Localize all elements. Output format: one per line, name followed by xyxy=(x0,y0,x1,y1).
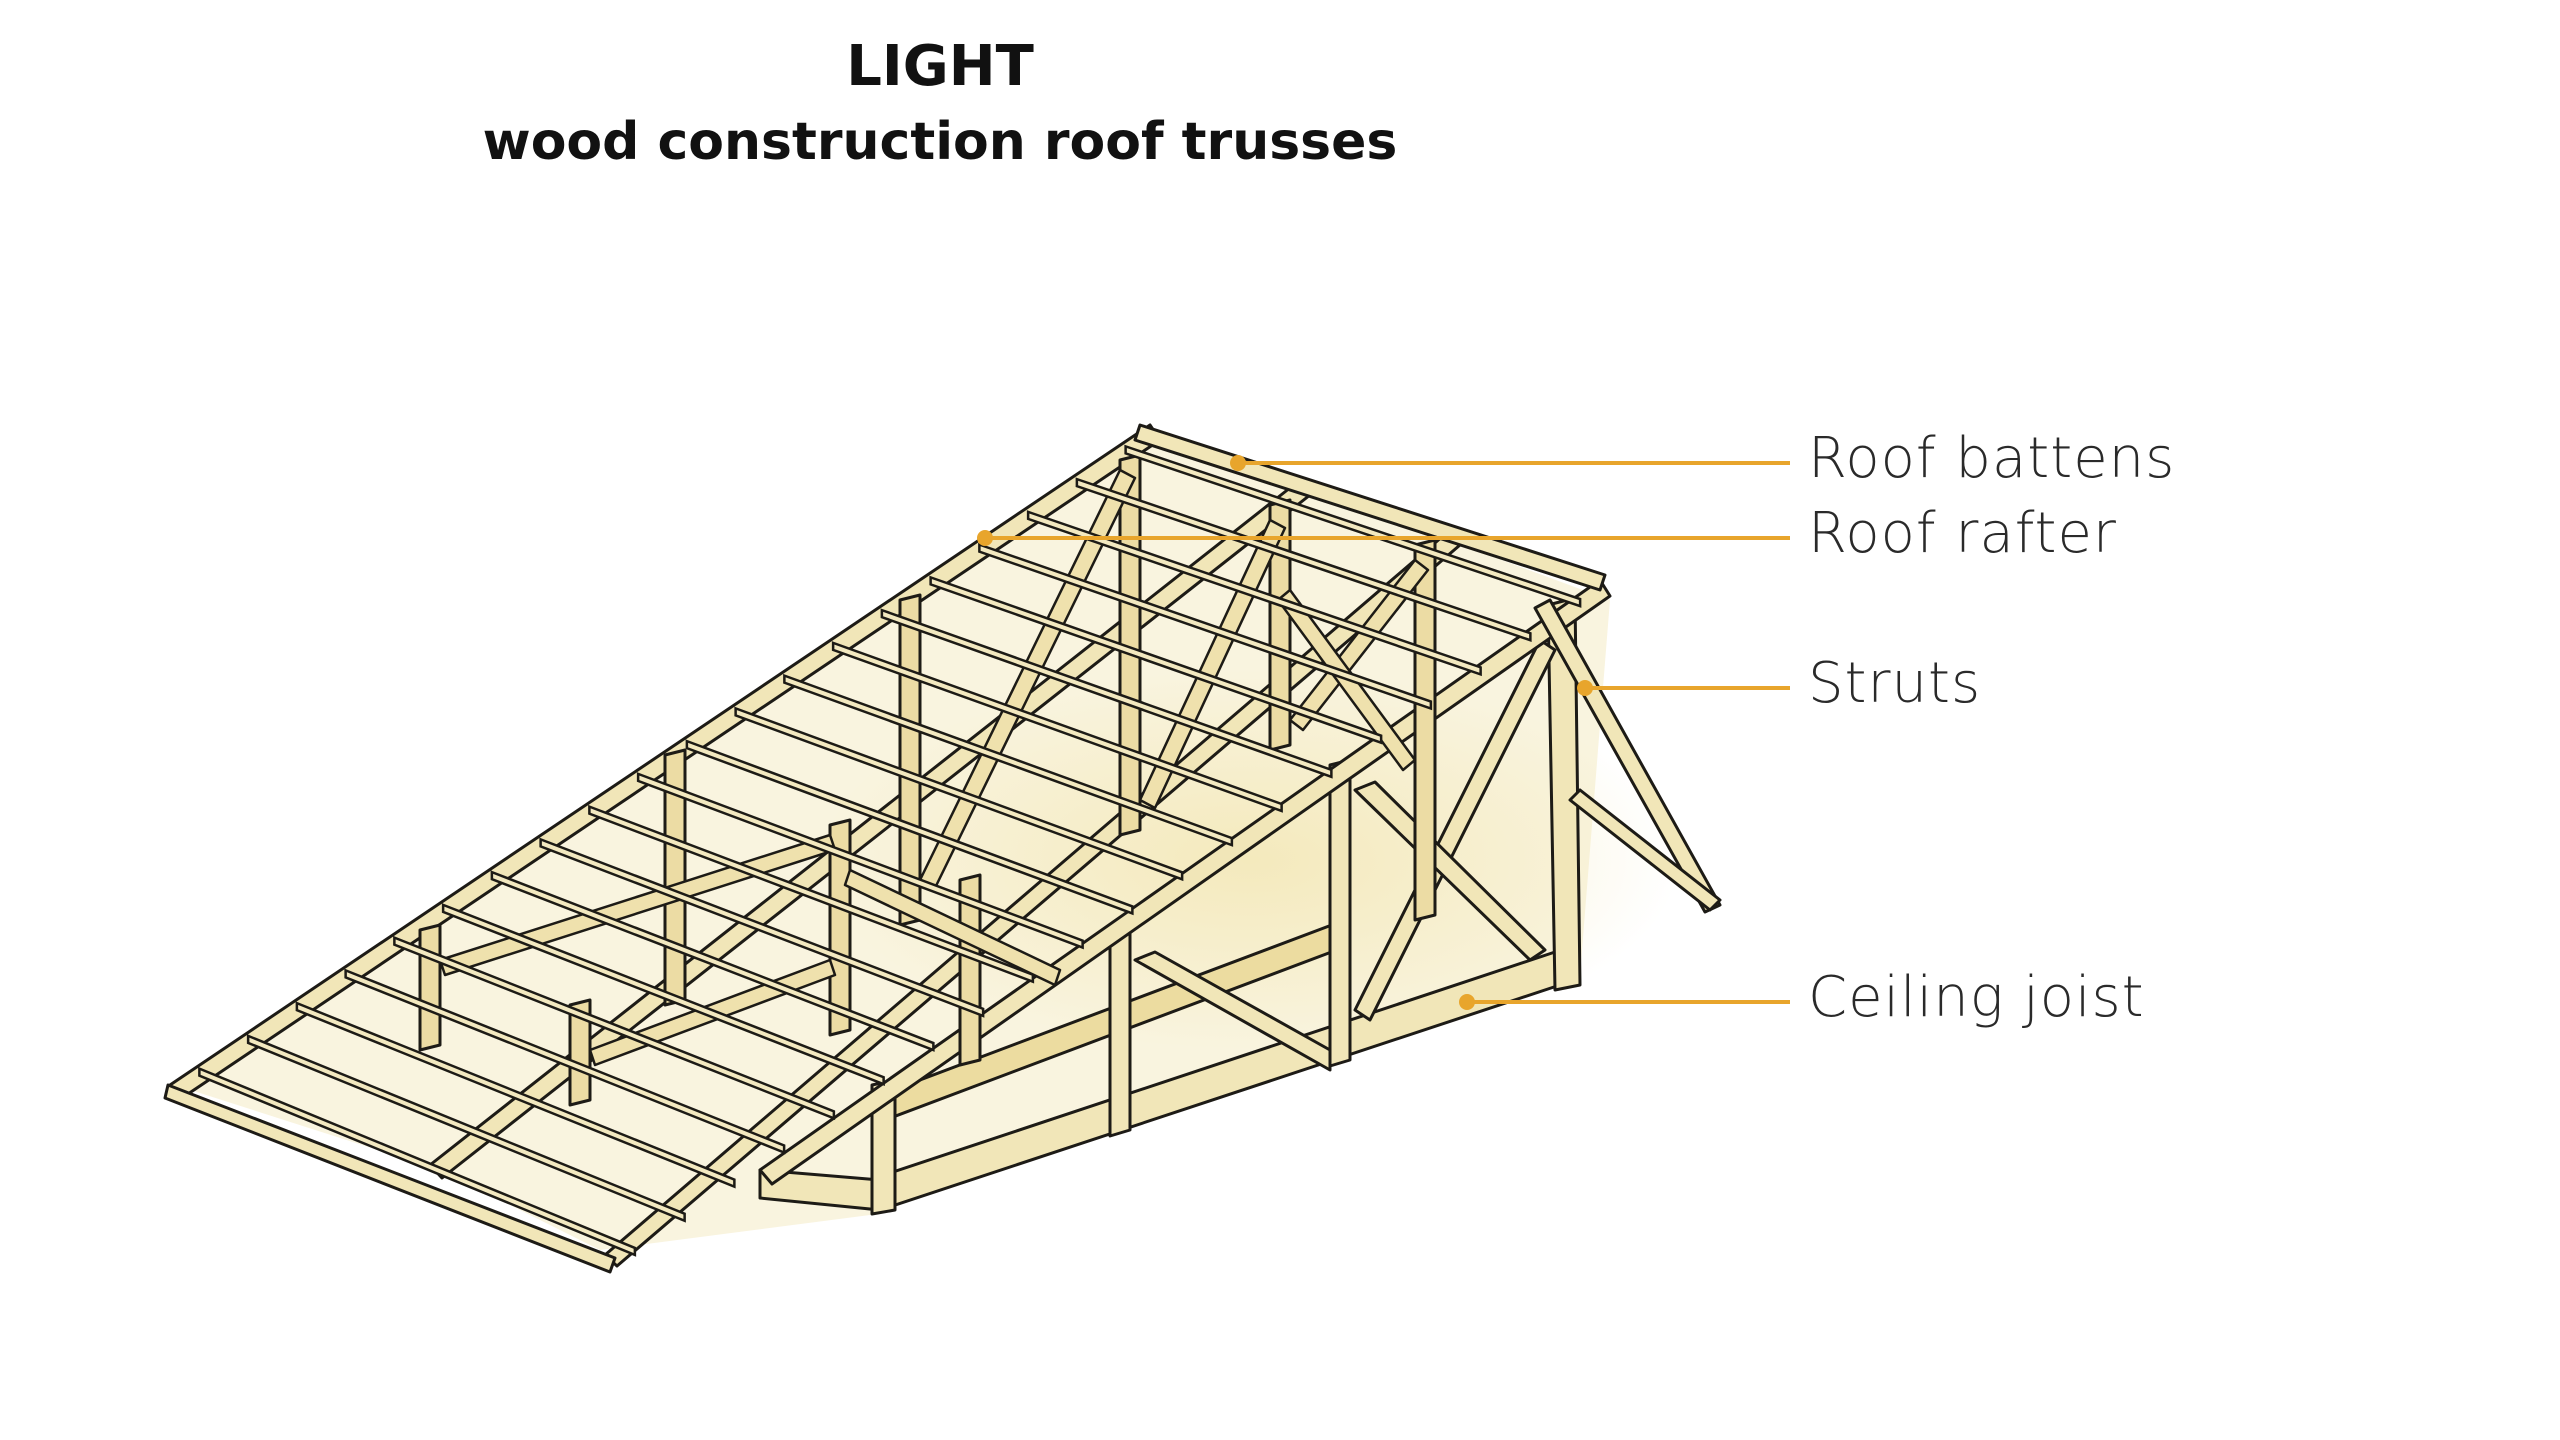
label-ceiling-joist: Ceiling joist xyxy=(1808,965,2145,1030)
title-block: LIGHT wood construction roof trusses xyxy=(0,30,1880,180)
roof-batten xyxy=(198,1066,637,1257)
roof-batten xyxy=(393,935,836,1121)
roof-batten xyxy=(1075,477,1532,642)
roof-batten xyxy=(588,804,1035,984)
roof-batten xyxy=(1026,510,1482,677)
dot-struts xyxy=(1577,680,1593,696)
roof-batten xyxy=(978,542,1433,711)
roof-batten xyxy=(783,673,1234,847)
label-roof-rafter: Roof rafter xyxy=(1808,501,2117,566)
roof-batten xyxy=(831,641,1283,813)
roof-batten xyxy=(929,575,1383,745)
roof-batten xyxy=(441,903,885,1087)
label-struts: Struts xyxy=(1808,651,1982,716)
roof-batten xyxy=(1124,444,1582,608)
roof-batten xyxy=(246,1034,686,1223)
roof-batten xyxy=(539,837,985,1018)
dot-roof-battens xyxy=(1230,455,1246,471)
roof-batten xyxy=(880,608,1333,779)
roof-batten xyxy=(490,870,935,1052)
dot-ceiling-joist xyxy=(1459,994,1475,1010)
leader-lines xyxy=(977,455,1790,1010)
title-line-1: LIGHT xyxy=(846,34,1034,99)
ridge-beams xyxy=(163,423,1607,1274)
roof-batten xyxy=(685,739,1134,916)
roof-batten xyxy=(636,772,1084,950)
roof-batten xyxy=(734,706,1184,882)
roof-battens xyxy=(198,444,1582,1257)
label-roof-battens: Roof battens xyxy=(1808,426,2176,491)
roof-batten xyxy=(295,1001,736,1189)
roof-batten xyxy=(344,968,786,1155)
title-line-2: wood construction roof trusses xyxy=(482,112,1398,172)
dot-roof-rafter xyxy=(977,530,993,546)
